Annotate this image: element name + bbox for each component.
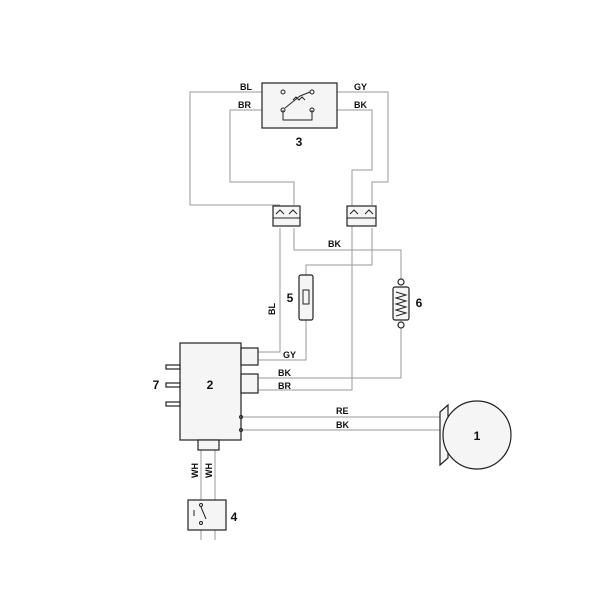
label-wh-left: WH xyxy=(190,463,200,478)
switch-component xyxy=(261,82,338,129)
wire-fuse-gy xyxy=(258,320,307,361)
number-terminals: 7 xyxy=(153,378,160,392)
label-switch-br: BR xyxy=(238,100,251,110)
wire-fuse-top xyxy=(305,228,373,275)
label-switch-gy: GY xyxy=(354,82,367,92)
heater-component xyxy=(392,278,410,329)
label-connector-gy: GY xyxy=(283,350,296,360)
connector-right xyxy=(346,205,377,227)
motor-component xyxy=(439,400,512,470)
terminals-component xyxy=(165,364,181,407)
number-door-switch: 4 xyxy=(231,510,238,524)
number-controller: 2 xyxy=(207,378,214,392)
door-switch-component xyxy=(187,499,227,531)
label-motor-re: RE xyxy=(336,406,349,416)
wire-br-inner xyxy=(229,109,295,205)
controller-component xyxy=(179,342,259,451)
label-vertical-bl: BL xyxy=(267,303,277,315)
wire-heater-down xyxy=(258,326,402,379)
wire-bk-inner xyxy=(258,109,373,391)
number-switch: 3 xyxy=(296,135,303,149)
number-fuse: 5 xyxy=(287,291,294,305)
wire-bl-vertical xyxy=(258,228,281,353)
wire-bl-outer xyxy=(189,91,280,206)
label-connector-bk: BK xyxy=(278,368,291,378)
connector-left xyxy=(272,205,301,227)
number-heater: 6 xyxy=(416,296,423,310)
label-mid-bk: BK xyxy=(328,239,341,249)
wire-wh-bottom xyxy=(200,530,216,540)
fuse-component xyxy=(298,274,314,321)
wire-bk-mid xyxy=(293,228,402,284)
label-switch-bl: BL xyxy=(240,82,252,92)
label-connector-br: BR xyxy=(278,381,291,391)
wire-gy-outer xyxy=(337,91,389,205)
label-wh-right: WH xyxy=(204,463,214,478)
label-motor-bk: BK xyxy=(336,420,349,430)
label-switch-bk: BK xyxy=(354,100,367,110)
number-motor: 1 xyxy=(474,429,481,443)
